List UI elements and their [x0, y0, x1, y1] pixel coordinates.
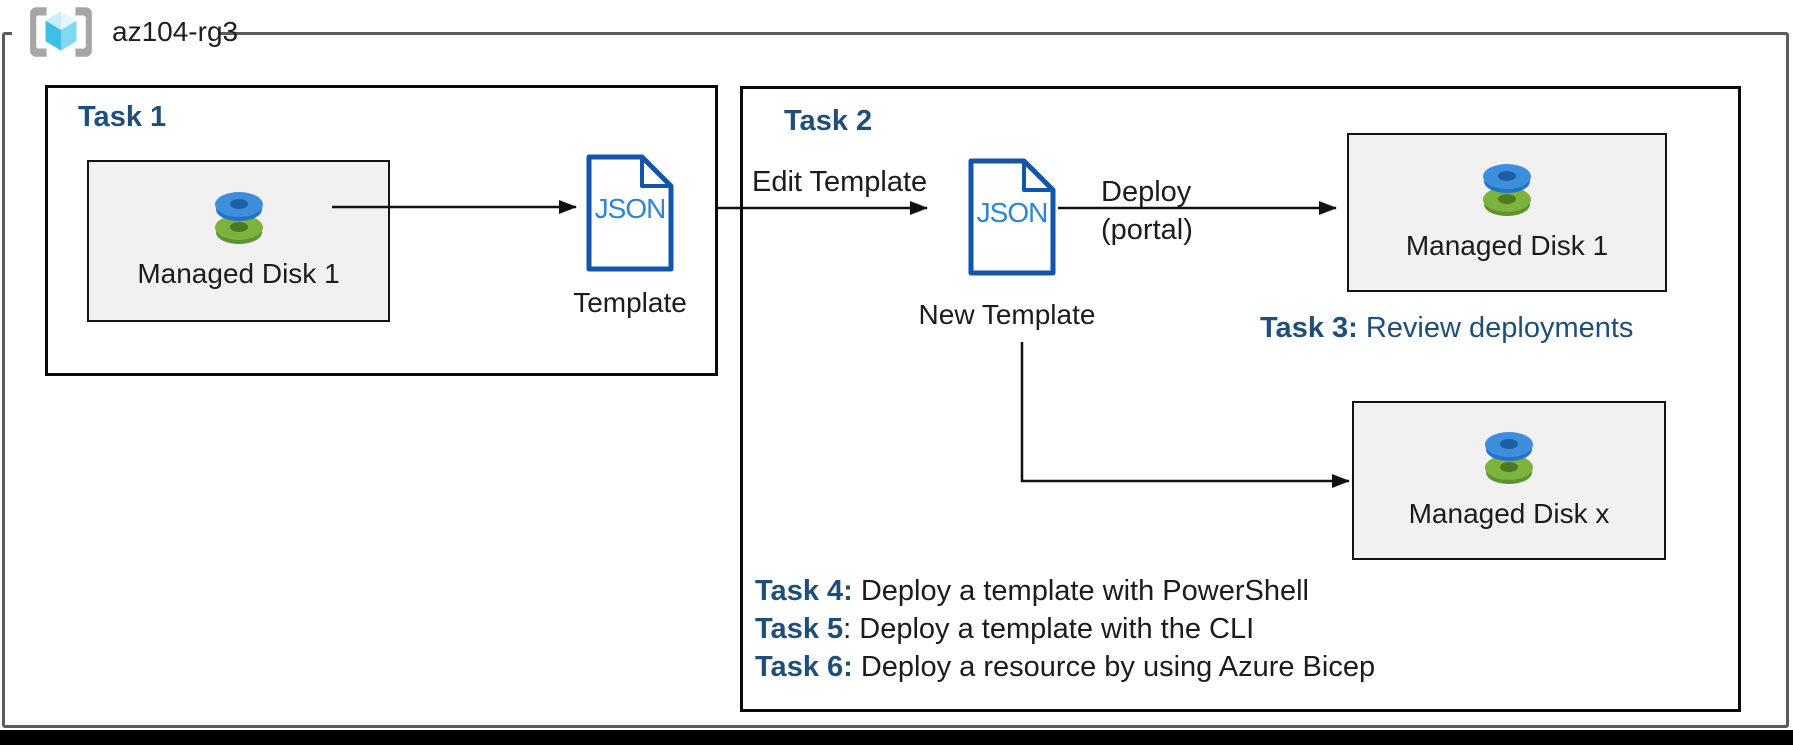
disk-blue-layer [214, 192, 263, 217]
task3-prefix: Task 3: [1260, 312, 1358, 344]
task-list: Task 4: Deploy a template with PowerShel… [755, 572, 1375, 686]
managed-disk-x-box: Managed Disk x [1352, 401, 1666, 560]
task1-title: Task 1 [78, 101, 167, 133]
task2-title: Task 2 [784, 105, 873, 137]
task3-note: Task 3: Review deployments [1260, 312, 1633, 345]
task3-text: Review deployments [1357, 312, 1634, 344]
managed-disk-x-label: Managed Disk x [1408, 497, 1610, 529]
disk-green-layer [1483, 186, 1531, 212]
disk-blue-layer [1483, 163, 1531, 189]
template-caption: Template [573, 287, 687, 318]
task4-line: Task 4: Deploy a template with PowerShel… [755, 572, 1375, 610]
task6-text: Deploy a resource by using Azure Bicep [852, 651, 1376, 683]
edit-template-label: Edit Template [752, 166, 928, 198]
disk-blue-layer [1485, 431, 1533, 457]
managed-disk-1-task2-box: Managed Disk 1 [1347, 133, 1667, 292]
managed-disk-1-label: Managed Disk 1 [137, 258, 340, 289]
deploy-label-line2: (portal) [1101, 214, 1193, 246]
disk-green-layer [1485, 454, 1533, 480]
bottom-black-bar [0, 730, 1793, 745]
json-file-shape [586, 154, 674, 272]
json-template-icon: JSON [585, 153, 675, 273]
json-badge: JSON [594, 193, 667, 224]
json-file-shape [968, 158, 1056, 276]
task4-text: Deploy a template with PowerShell [852, 575, 1309, 607]
task5-line: Task 5: Deploy a template with the CLI [755, 610, 1375, 648]
json-new-template-icon: JSON [967, 157, 1057, 277]
json-badge: JSON [976, 197, 1049, 228]
deploy-label-line1: Deploy [1101, 176, 1192, 208]
task6-line: Task 6: Deploy a resource by using Azure… [755, 648, 1375, 686]
managed-disk-icon [1485, 431, 1533, 486]
azure-resource-group-icon [30, 7, 92, 57]
resource-group-frame [2, 32, 1789, 728]
task5-prefix: Task 5 [755, 613, 844, 645]
resource-group-name: az104-rg3 [112, 16, 239, 47]
managed-disk-icon [214, 192, 263, 246]
managed-disk-1-task2-label: Managed Disk 1 [1405, 229, 1609, 261]
managed-disk-icon [1483, 163, 1531, 218]
task4-prefix: Task 4: [755, 575, 853, 607]
task6-prefix: Task 6: [755, 651, 853, 683]
task5-text: : Deploy a template with the CLI [843, 613, 1255, 645]
managed-disk-1-box: Managed Disk 1 [87, 160, 390, 322]
new-template-caption: New Template [918, 299, 1096, 330]
disk-green-layer [214, 215, 263, 240]
